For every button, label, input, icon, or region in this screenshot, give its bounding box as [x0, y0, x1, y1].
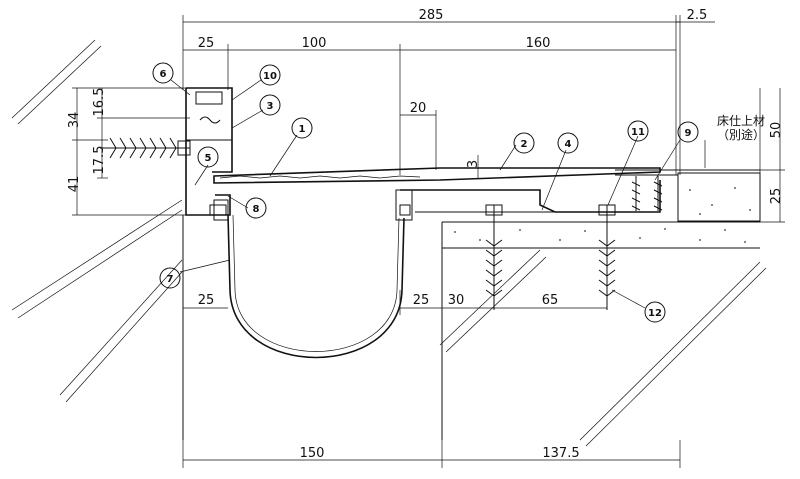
cover-plate: [213, 167, 661, 184]
dimension-labels: 285 2.5 25 100 160 20 3 34 16.5 17.5 41 …: [67, 8, 784, 461]
dim-137-5: 137.5: [542, 446, 579, 461]
callout-leaders: [170, 79, 681, 309]
svg-text:12: 12: [648, 308, 662, 319]
callout-1: 1: [291, 117, 313, 139]
dim-25-mid-left: 25: [198, 293, 215, 308]
dim-3: 3: [466, 160, 481, 168]
callout-4: 4: [557, 132, 579, 154]
svg-text:8: 8: [253, 204, 260, 215]
svg-text:3: 3: [267, 101, 274, 112]
dim-2-5: 2.5: [687, 8, 708, 23]
dim-160: 160: [526, 36, 551, 51]
dim-34: 34: [67, 112, 82, 129]
dim-150: 150: [300, 446, 325, 461]
dim-25-right: 25: [769, 188, 784, 205]
wall-anchor: [100, 137, 191, 159]
base-plate: [400, 180, 661, 213]
rail-clips: [213, 189, 413, 221]
svg-text:2: 2: [521, 139, 528, 150]
u-shaped-gasket: [227, 214, 405, 359]
callout-8: 8: [245, 197, 267, 219]
note-line-1: 床仕上材: [717, 114, 765, 128]
svg-text:11: 11: [631, 127, 645, 138]
dim-65: 65: [542, 293, 559, 308]
callout-9: 9: [677, 121, 699, 143]
svg-text:4: 4: [565, 139, 572, 150]
dim-41: 41: [67, 176, 82, 193]
callout-markers: 6 10 3 1 5 2 4 8: [152, 62, 699, 323]
dim-30: 30: [448, 293, 465, 308]
callout-12: 12: [644, 301, 666, 323]
hatch-lines: [11, 39, 767, 447]
callout-11: 11: [627, 120, 649, 142]
dim-285: 285: [419, 8, 444, 23]
svg-text:9: 9: [685, 128, 692, 139]
svg-text:10: 10: [263, 71, 277, 82]
dim-50: 50: [769, 122, 784, 139]
svg-text:6: 6: [160, 69, 167, 80]
callout-10: 10: [259, 64, 281, 86]
svg-text:5: 5: [205, 153, 212, 164]
dim-100: 100: [302, 36, 327, 51]
dim-25-mid: 25: [413, 293, 430, 308]
floor-anchors: [485, 176, 663, 310]
dim-16-5: 16.5: [92, 88, 107, 117]
callout-7: 7: [159, 267, 181, 289]
dim-25-top: 25: [198, 36, 215, 51]
dimension-lines: [72, 15, 785, 468]
floor-finish-note: 床仕上材 （別途）: [717, 114, 765, 142]
callout-6: 6: [152, 62, 174, 84]
wall-side-profile: [185, 87, 233, 216]
svg-text:7: 7: [167, 274, 174, 285]
svg-text:1: 1: [299, 124, 306, 135]
dim-20: 20: [410, 101, 427, 116]
callout-2: 2: [513, 132, 535, 154]
dim-17-5: 17.5: [92, 146, 107, 175]
structure-outline: [182, 169, 761, 440]
callout-3: 3: [259, 94, 281, 116]
callout-5: 5: [197, 146, 219, 168]
note-line-2: （別途）: [717, 127, 765, 142]
